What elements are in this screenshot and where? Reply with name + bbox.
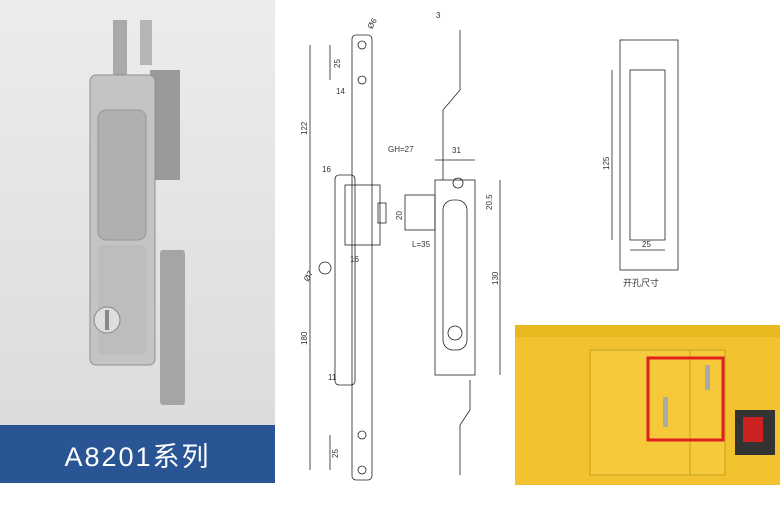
technical-drawing: Ø6 3 25 14 122 GH=27 31 16 20 20.5 L=35 …: [300, 11, 501, 481]
dim-hole-spacing-bottom: 25: [331, 449, 340, 458]
dim-width-31: 31: [452, 146, 461, 155]
cabinet-photo: [515, 325, 780, 485]
cutout-height: 125: [602, 156, 611, 170]
cutout-width: 25: [642, 240, 651, 249]
dim-dia-7: Ø7: [302, 269, 315, 283]
dim-width-14: 14: [336, 87, 345, 96]
dim-l: L=35: [412, 240, 431, 249]
dim-height-130: 130: [491, 271, 500, 285]
dim-width-16: 16: [322, 165, 331, 174]
dim-width-11: 11: [328, 373, 337, 382]
dim-length-180: 180: [300, 331, 309, 345]
dim-gh: GH=27: [388, 145, 414, 154]
cutout-caption: 开孔尺寸: [623, 278, 660, 288]
dim-length-122: 122: [300, 121, 309, 135]
dim-top-width: 3: [436, 11, 441, 20]
dim-small-16: 16: [350, 255, 359, 264]
dim-hole-spacing-top: 25: [333, 59, 342, 68]
dim-height-20: 20: [395, 211, 404, 220]
product-photo: [0, 0, 275, 425]
series-label: A8201系列: [64, 441, 211, 472]
cutout-drawing: 125 25: [602, 39, 679, 271]
series-banner: A8201系列: [0, 425, 275, 483]
dim-hole-dia: Ø6: [366, 16, 379, 30]
dim-height-20-5: 20.5: [485, 194, 494, 210]
